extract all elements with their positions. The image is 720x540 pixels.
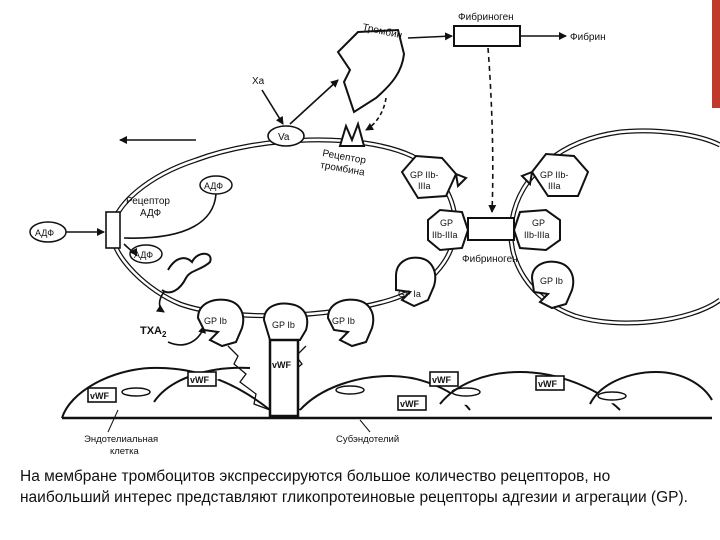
gp1b-receptor-right: GP Ib (530, 260, 575, 310)
endothelial-layer (61, 366, 713, 419)
fibrinogen-bridge-label: Фибриноген (462, 253, 518, 265)
fibrinogen-top-label: Фибриноген (458, 11, 514, 23)
gp1b-receptor-mid: GP Ib (326, 298, 375, 348)
va-node (267, 125, 305, 147)
svg-text:GP Ib: GP Ib (204, 316, 227, 326)
vwf-pillar-label: vWF (272, 360, 292, 370)
vwf-box: vWF (397, 395, 427, 411)
svg-text:vWF: vWF (190, 375, 210, 385)
svg-text:GP Ib: GP Ib (332, 316, 355, 326)
cell-nucleus (335, 385, 365, 395)
endothelial-cell-label: Эндотелиальная клетка (84, 434, 161, 457)
gp1b-receptor-center: GP Ib (262, 302, 309, 341)
adp-label-bottom: АДФ (134, 250, 153, 260)
svg-text:vWF: vWF (400, 399, 420, 409)
fibrinogen-bridge (467, 217, 515, 241)
svg-text:vWF: vWF (432, 375, 452, 385)
vwf-pillar (268, 338, 300, 418)
va-label: Va (278, 132, 290, 143)
txa2-label: TXA2 (140, 325, 167, 339)
adp-label-top: АДФ (204, 181, 223, 191)
fibrinogen-top-box (453, 25, 521, 47)
cell-nucleus (451, 387, 481, 397)
cell-nucleus (597, 391, 627, 401)
adp-receptor-box (105, 211, 121, 249)
thrombin-receptor-shape (338, 120, 366, 147)
accent-bar (712, 0, 720, 108)
svg-text:vWF: vWF (538, 379, 558, 389)
fibrin-label: Фибрин (570, 31, 606, 43)
svg-text:GP IIb-IIIa: GP IIb-IIIa (410, 170, 438, 191)
caption-text: На мембране тромбоцитов экспрессируются … (20, 468, 688, 506)
svg-text:GP Ib: GP Ib (272, 320, 295, 330)
gp1a-label: GP Ia (398, 289, 421, 299)
subendothelium-label: Субэндотелий (336, 434, 399, 445)
svg-text:vWF: vWF (90, 391, 110, 401)
svg-text:GP IIb-IIIa: GP IIb-IIIa (540, 170, 568, 191)
thrombin-shape (336, 28, 406, 114)
thrombin-receptor-label: Рецептор тромбина (319, 148, 369, 179)
platelet-receptor-diagram: Тромбин Фибриноген Фибрин Xa Va Рецептор… (29, 11, 720, 457)
adp-label-left: АДФ (35, 228, 54, 238)
gp1a-receptor: GP Ia (395, 256, 437, 308)
vwf-box: vWF (187, 371, 217, 387)
gp2b3a-receptor-upper-right: GP IIb-IIIa (520, 152, 590, 197)
gp2b3a-receptor-upper-left: GP IIb-IIIa (400, 154, 468, 200)
vwf-box: vWF (429, 371, 459, 387)
svg-text:GP Ib: GP Ib (540, 276, 563, 286)
adp-receptor-label: Рецептор АДФ (126, 196, 173, 219)
vwf-box: vWF (535, 375, 565, 391)
cell-nucleus (121, 387, 151, 397)
xa-label: Xa (252, 76, 265, 87)
gp1b-receptor-left: GP Ib (196, 298, 245, 348)
vwf-box: vWF (87, 387, 117, 403)
